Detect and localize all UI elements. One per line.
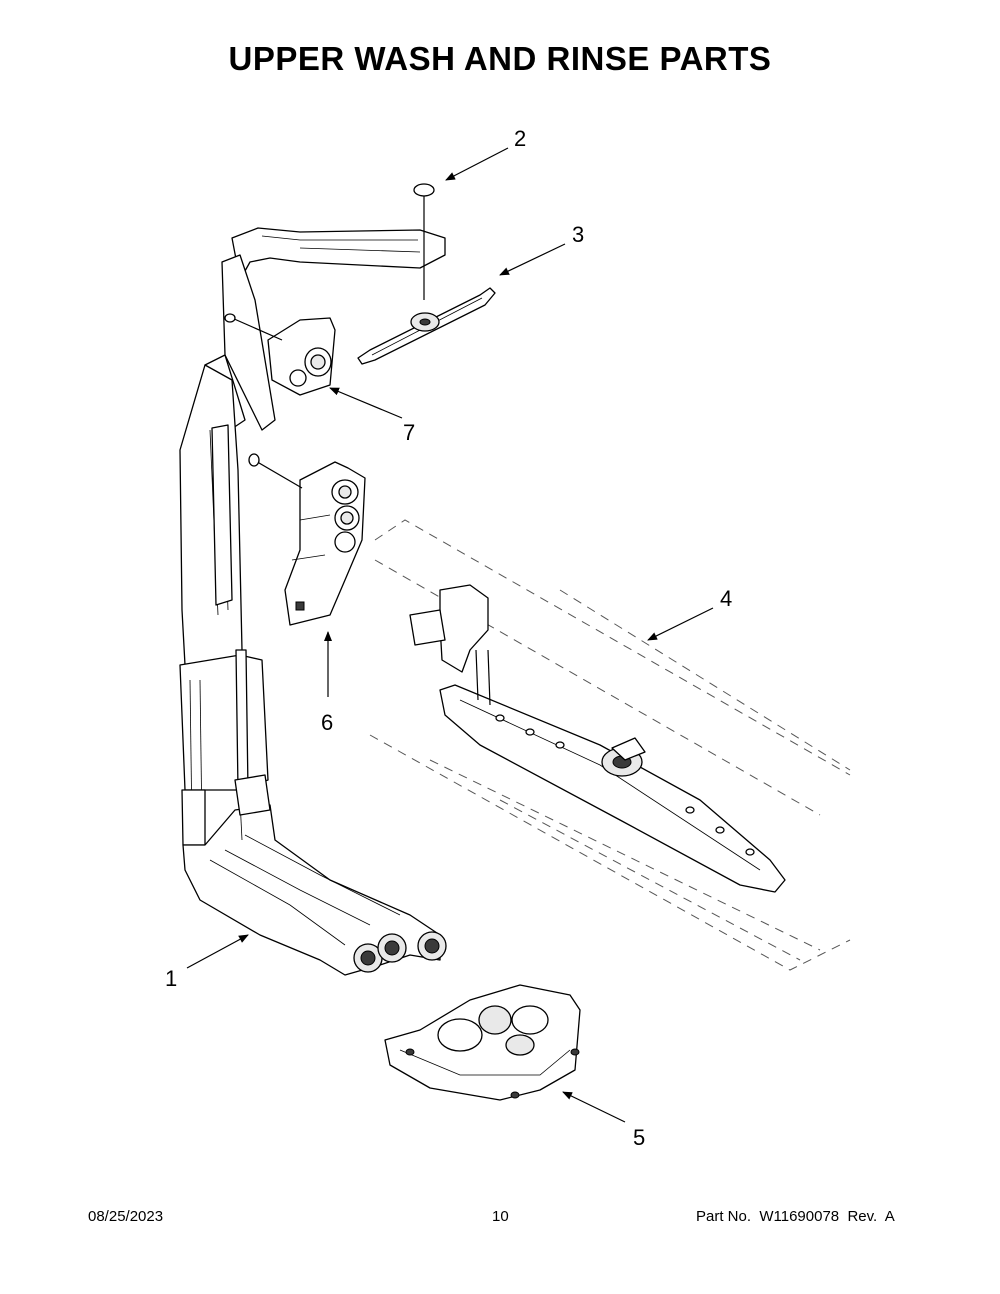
footer-part-number: Part No. W11690078 Rev. A (696, 1208, 895, 1225)
arrow-1 (186, 934, 249, 969)
arrow-3 (499, 243, 566, 276)
arrow-5 (562, 1091, 626, 1123)
part-5-manifold-base (384, 984, 581, 1101)
arrow-4 (647, 607, 714, 641)
footer-page-number: 10 (492, 1208, 509, 1225)
part-7-connector (224, 313, 336, 396)
page-title: UPPER WASH AND RINSE PARTS (228, 40, 772, 77)
callout-1: 1 (165, 966, 178, 991)
part-1-wash-tube (179, 227, 447, 976)
footer-date: 08/25/2023 (88, 1208, 164, 1225)
part-2-cap (413, 183, 435, 300)
arrow-7 (329, 387, 403, 419)
leader-arrows (186, 147, 714, 1123)
callout-2: 2 (514, 126, 527, 151)
callout-5: 5 (633, 1125, 646, 1150)
part-4-lower-assembly (369, 519, 851, 971)
part-6-valve-block (248, 453, 366, 626)
callout-4: 4 (720, 586, 733, 611)
part-3-spray-arm (357, 287, 496, 365)
arrow-2 (445, 147, 509, 181)
callout-6: 6 (321, 710, 334, 735)
callout-3: 3 (572, 222, 585, 247)
callout-7: 7 (403, 420, 416, 445)
